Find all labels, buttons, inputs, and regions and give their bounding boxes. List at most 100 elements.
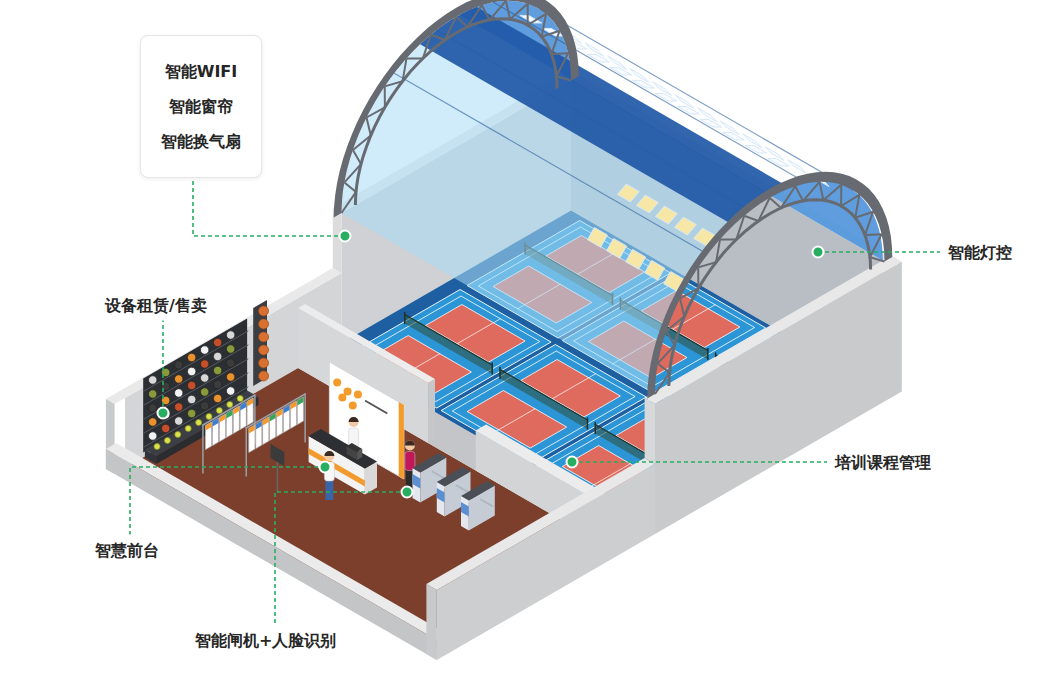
ceiling-light: [655, 93, 677, 101]
arch-truss: [666, 299, 684, 332]
tennis-ball: [237, 396, 243, 402]
arch-frame: [647, 172, 892, 399]
ball: [149, 390, 157, 398]
shirt-collar: [206, 422, 212, 431]
right-wall: [645, 256, 902, 405]
partition-wall: [298, 304, 435, 383]
venue-scene: [106, 0, 902, 660]
ceiling-light: [610, 67, 632, 75]
shirt-collar: [270, 413, 276, 422]
tennis-ball: [175, 432, 181, 438]
arch-truss: [855, 195, 873, 218]
arch-truss: [456, 5, 482, 27]
shirt-collar: [247, 398, 253, 407]
callout-text: 智能WIFI: [165, 62, 237, 81]
court-line: [552, 374, 595, 399]
arch-truss: [353, 118, 371, 151]
arch-truss: [795, 182, 819, 201]
ball: [213, 380, 221, 388]
callout-dot: [320, 462, 331, 473]
arch-truss: [342, 182, 357, 213]
tennis-ball: [216, 408, 222, 414]
court-line: [457, 319, 500, 344]
arch-truss: [841, 185, 859, 206]
basketball: [259, 358, 269, 368]
ceiling-light: [723, 132, 745, 140]
leader-line: [572, 461, 827, 463]
ball: [174, 403, 182, 411]
turnstile-panel: [437, 488, 445, 503]
partition-wall: [428, 379, 435, 443]
arch-truss: [482, 1, 506, 20]
ceiling-light: [617, 184, 639, 202]
banner-dot: [333, 379, 341, 387]
person-hair: [349, 417, 359, 422]
banner-stripe: [399, 402, 404, 479]
ball: [200, 374, 208, 382]
ceiling-light: [788, 160, 807, 174]
shirt-collar: [256, 421, 262, 430]
ball: [200, 346, 208, 354]
arch-truss: [557, 53, 572, 80]
ceiling-light: [700, 119, 722, 127]
arch-truss: [528, 4, 546, 25]
net-post: [499, 368, 501, 379]
shirt: [256, 421, 262, 449]
turnstile-arm: [457, 486, 468, 493]
floor-bin: [156, 397, 258, 464]
ceiling-light: [745, 145, 767, 153]
shirt: [247, 398, 253, 426]
ceiling-light: [626, 250, 646, 270]
arch-truss: [355, 19, 557, 205]
person-legs: [325, 480, 333, 500]
ceiling-light: [587, 54, 609, 62]
tennis-ball: [196, 420, 202, 426]
right-wall: [645, 398, 655, 464]
tennis-ball: [164, 438, 170, 444]
arch-truss: [680, 267, 698, 298]
ball: [226, 331, 234, 339]
rack-leg: [245, 428, 247, 476]
ball: [213, 338, 221, 346]
arch-truss: [344, 150, 361, 182]
ball: [200, 388, 208, 396]
basketball: [259, 319, 269, 329]
counter-monitor: [347, 443, 363, 452]
callout-dot: [158, 408, 169, 419]
ball: [149, 404, 157, 412]
ball: [213, 366, 221, 374]
ceiling-light: [768, 158, 790, 166]
shirt: [240, 402, 246, 430]
ball: [226, 345, 234, 353]
court-zone: [521, 360, 621, 418]
leader-line: [818, 251, 940, 253]
shirt: [270, 413, 276, 441]
basketball: [259, 371, 269, 381]
arch-truss: [870, 234, 885, 261]
shirt-collar: [263, 417, 269, 426]
arch-truss: [506, 1, 528, 19]
arch-truss: [669, 200, 871, 386]
net-post: [587, 418, 589, 429]
ceiling-light: [588, 228, 608, 248]
turnstile: [413, 453, 447, 473]
feature-label: 培训课程管理: [835, 453, 931, 472]
sign-board: [271, 444, 285, 466]
feature-label: 智慧前台: [95, 541, 159, 560]
arch-truss: [770, 186, 796, 208]
leader-line: [162, 321, 164, 414]
floor-bin: [145, 391, 259, 457]
right-wall: [426, 458, 655, 590]
arch-truss: [720, 216, 744, 240]
shirt: [297, 397, 303, 425]
callout-text: 智能窗帘: [169, 97, 233, 116]
basketball: [259, 306, 269, 316]
ball: [187, 381, 195, 389]
ball: [226, 387, 234, 395]
arch-truss: [658, 331, 675, 363]
dome-ridge: [420, 7, 788, 224]
shirt: [290, 401, 296, 429]
arch-truss: [655, 363, 670, 394]
arch-truss: [367, 86, 385, 117]
court-net: [500, 370, 587, 430]
